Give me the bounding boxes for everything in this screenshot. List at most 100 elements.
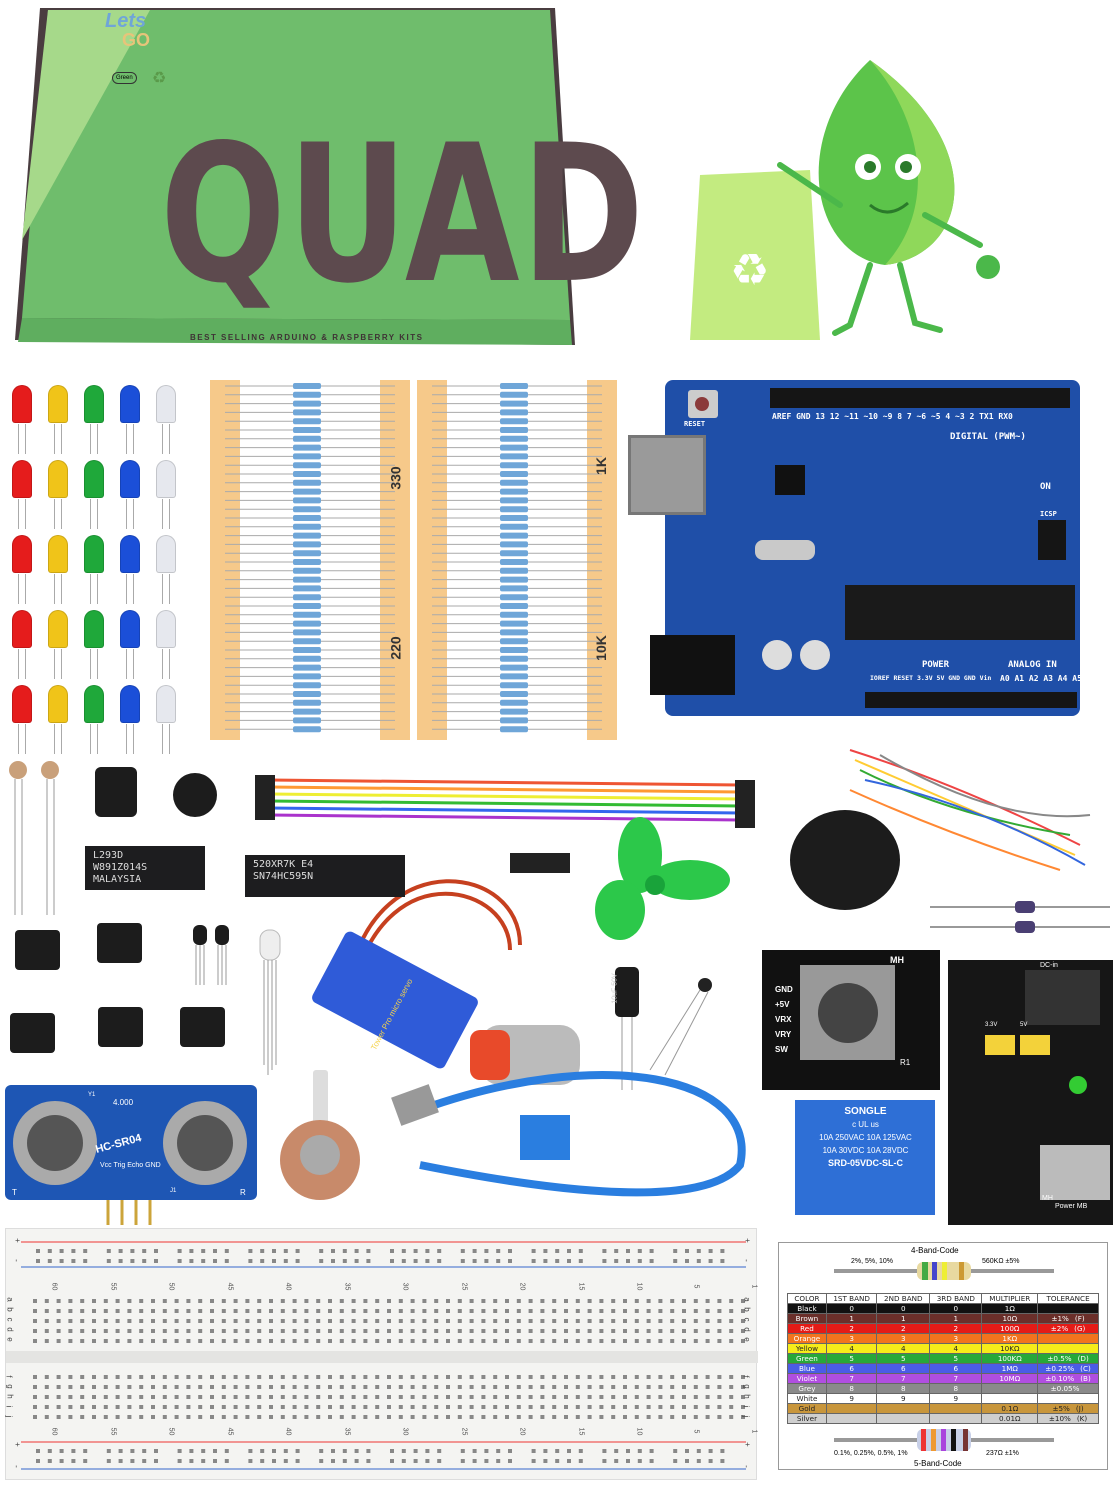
cell-text: 3 [900, 1334, 906, 1343]
led [156, 685, 176, 754]
cell-b2: 9 [876, 1393, 931, 1404]
resistor [293, 655, 321, 662]
cell-b1: 2 [825, 1323, 878, 1334]
resistor-label-220: 220 [387, 636, 404, 660]
cell-mult: 10MΩ [981, 1373, 1039, 1384]
servo-motor [312, 931, 478, 1069]
cell-text: ±0.25% [1045, 1364, 1075, 1373]
cell-text: 10KΩ [1000, 1344, 1020, 1353]
led [84, 685, 104, 754]
resistor [500, 576, 528, 583]
cell-mult [981, 1383, 1039, 1394]
resistor [293, 497, 321, 504]
cell-text: 9 [849, 1394, 854, 1403]
led [156, 460, 176, 529]
resistor [293, 444, 321, 451]
resistor [500, 585, 528, 592]
four-band-resistor-icon [834, 1262, 1054, 1280]
cell-text: Orange [793, 1334, 821, 1343]
resistor [500, 418, 528, 425]
row-letter: c [5, 1317, 15, 1322]
cell-text: 4 [849, 1344, 854, 1353]
cell-text: 1Ω [1004, 1304, 1015, 1313]
resistor [293, 673, 321, 680]
propeller-fan [595, 817, 730, 940]
resistor [500, 664, 528, 671]
led [120, 460, 140, 529]
led [84, 460, 104, 529]
ultrasonic-pins: Vcc Trig Echo GND [100, 1162, 161, 1169]
chip-text: L293D [93, 850, 124, 861]
column-number: 60 [50, 1427, 58, 1436]
resistor [293, 682, 321, 689]
resistor [500, 427, 528, 433]
cell-b3: 0 [929, 1303, 983, 1314]
resistor [500, 497, 528, 504]
resistor-strips [210, 380, 617, 740]
resistor [293, 726, 321, 733]
cell-text: Yellow [795, 1344, 819, 1353]
cell-text: 8 [900, 1384, 906, 1393]
resistor [500, 708, 528, 715]
cell-b1: 5 [825, 1353, 878, 1364]
cell-b2: 7 [876, 1373, 931, 1384]
cell-text: 100Ω [1000, 1324, 1020, 1333]
cell-name: Red [787, 1323, 827, 1334]
column-header: MULTIPLIER [981, 1293, 1039, 1304]
cell-text: Violet [796, 1374, 818, 1383]
minus-rail-label: - [11, 1259, 21, 1262]
box-shape [15, 8, 575, 345]
resistor [293, 427, 321, 433]
cell-b3 [929, 1403, 983, 1414]
reset-label: RESET [684, 420, 706, 428]
resistor [500, 488, 528, 495]
digital-pin-labels: AREF GND 13 12 ~11 ~10 ~9 8 7 ~6 ~5 4 ~3… [772, 412, 1013, 421]
power-brand: MH [1042, 1195, 1053, 1202]
row-letter: h [5, 1394, 15, 1399]
cell-text: ±0.10% [1045, 1374, 1075, 1383]
motor-driver-chip: L293D W891Z014S MALAYSIA [85, 846, 205, 890]
row-letter: j [741, 1415, 751, 1418]
resistor [293, 550, 321, 557]
row-letter: e [5, 1337, 15, 1342]
resistor [293, 409, 321, 416]
shift-register-chip: 520XR7K E4 SN74HC595N [245, 855, 405, 897]
reset-button[interactable] [688, 390, 718, 418]
analog-pin-labels: A0 A1 A2 A3 A4 A5 [1000, 674, 1082, 683]
cell-mult: 1MΩ [981, 1363, 1039, 1374]
resistor [293, 594, 321, 601]
cell-b2 [876, 1413, 931, 1424]
led-set [10, 380, 190, 754]
resistor [293, 471, 321, 477]
cell-text: 1 [849, 1314, 854, 1323]
led [120, 385, 140, 454]
pin-label: VRX [775, 1015, 792, 1024]
cell-text: 9 [900, 1394, 906, 1403]
cell-text: Grey [798, 1384, 816, 1393]
plus-rail-label: + [742, 1442, 752, 1447]
cell-text: 4 [953, 1344, 959, 1353]
led [84, 535, 104, 604]
cell-text: 7 [900, 1374, 906, 1383]
column-number: 25 [459, 1282, 467, 1291]
five-band-title: 5-Band-Code [914, 1459, 962, 1468]
column-number: 1 [750, 1429, 758, 1434]
cell-text: 5 [900, 1354, 906, 1363]
cell-text: ±0.5% [1047, 1354, 1072, 1363]
cell-mult [981, 1393, 1039, 1404]
column-header: 1ST BAND [825, 1293, 878, 1304]
leaf-mascot-illustration: ♻ [690, 60, 1000, 340]
cell-text: 7 [849, 1374, 854, 1383]
power-5v: 5V [1020, 1022, 1028, 1028]
resistor [500, 435, 528, 442]
cell-b3: 6 [929, 1363, 983, 1374]
resistor [293, 453, 321, 460]
cell-b2: 0 [876, 1303, 931, 1314]
cell-b3: 7 [929, 1373, 983, 1384]
column-number: 15 [576, 1282, 584, 1291]
relay-rating-2: 10A 30VDC 10A 28VDC [822, 1146, 909, 1155]
logo-text-go: GO [122, 30, 151, 50]
column-number: 10 [635, 1427, 643, 1436]
capacitor-label: 10uF 50V [611, 973, 619, 1004]
